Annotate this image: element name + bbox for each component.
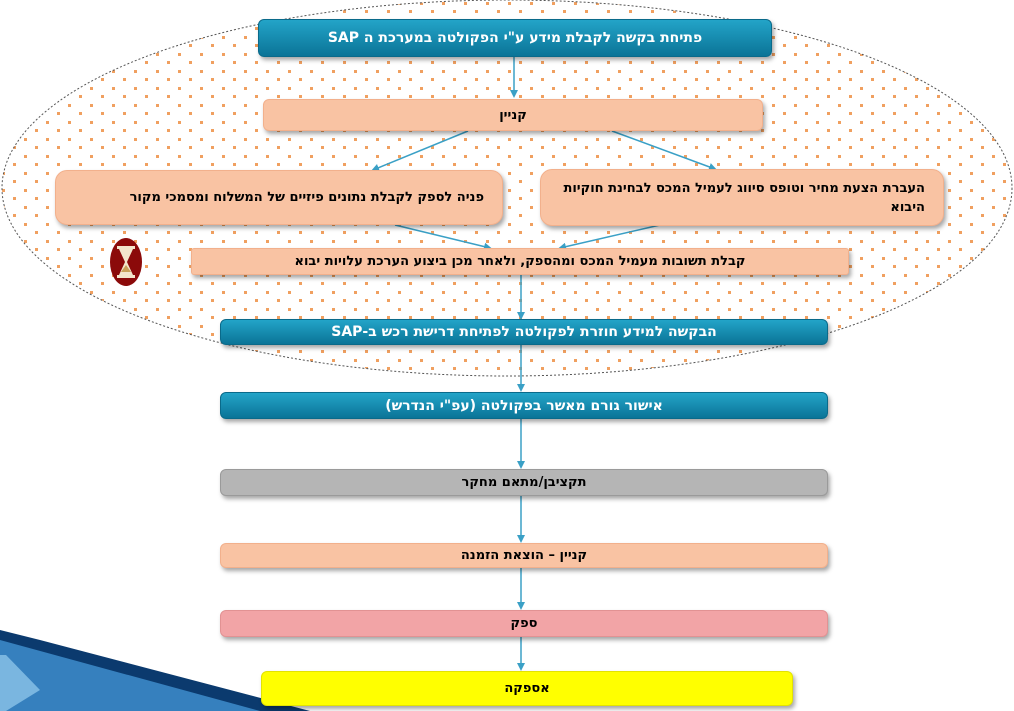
- budget-officer-label: תקציבן/מתאם מחקר: [461, 475, 587, 490]
- responses-box: קבלת תשובות מעמיל המכס ומהספק, ולאחר מכן…: [191, 248, 849, 275]
- chevron-arrow-icon: [0, 630, 310, 711]
- supplier-request-label: פניה לספק לקבלת נתונים פיזיים של המשלוח …: [129, 190, 484, 205]
- faculty-approval-label: אישור גורם מאשר בפקולטה (עפ"י הנדרש): [385, 397, 663, 414]
- procurement-box: קניין: [263, 99, 763, 131]
- flow-arrows: [371, 57, 717, 671]
- return-to-faculty-box: הבקשה למידע חוזרת לפקולטה לפתיחת דרישת ר…: [220, 319, 828, 345]
- procurement-label: קניין: [499, 107, 527, 123]
- return-to-faculty-label: הבקשה למידע חוזרת לפקולטה לפתיחת דרישת ר…: [331, 324, 717, 340]
- procurement-order-box: קניין – הוצאת הזמנה: [220, 543, 828, 568]
- responses-label: קבלת תשובות מעמיל המכס ומהספק, ולאחר מכן…: [294, 254, 746, 269]
- process-ellipse: [1, 0, 1013, 377]
- delivery-box: אספקה: [261, 671, 793, 706]
- procurement-order-label: קניין – הוצאת הזמנה: [460, 548, 588, 563]
- customs-request-box: העברת הצעת מחיר וטופס סיווג לעמיל המכס ל…: [540, 169, 944, 226]
- customs-request-label: העברת הצעת מחיר וטופס סיווג לעמיל המכס ל…: [563, 180, 925, 215]
- budget-officer-box: תקציבן/מתאם מחקר: [220, 469, 828, 496]
- faculty-approval-box: אישור גורם מאשר בפקולטה (עפ"י הנדרש): [220, 392, 828, 419]
- delivery-label: אספקה: [504, 681, 550, 696]
- supplier-label: ספק: [510, 616, 538, 631]
- supplier-box: ספק: [220, 610, 828, 637]
- open-request-label: פתיחת בקשה לקבלת מידע ע"י הפקולטה במערכת…: [327, 30, 703, 46]
- supplier-request-box: פניה לספק לקבלת נתונים פיזיים של המשלוח …: [55, 170, 503, 225]
- open-request-box: פתיחת בקשה לקבלת מידע ע"י הפקולטה במערכת…: [258, 19, 772, 57]
- hourglass-icon: [109, 237, 143, 287]
